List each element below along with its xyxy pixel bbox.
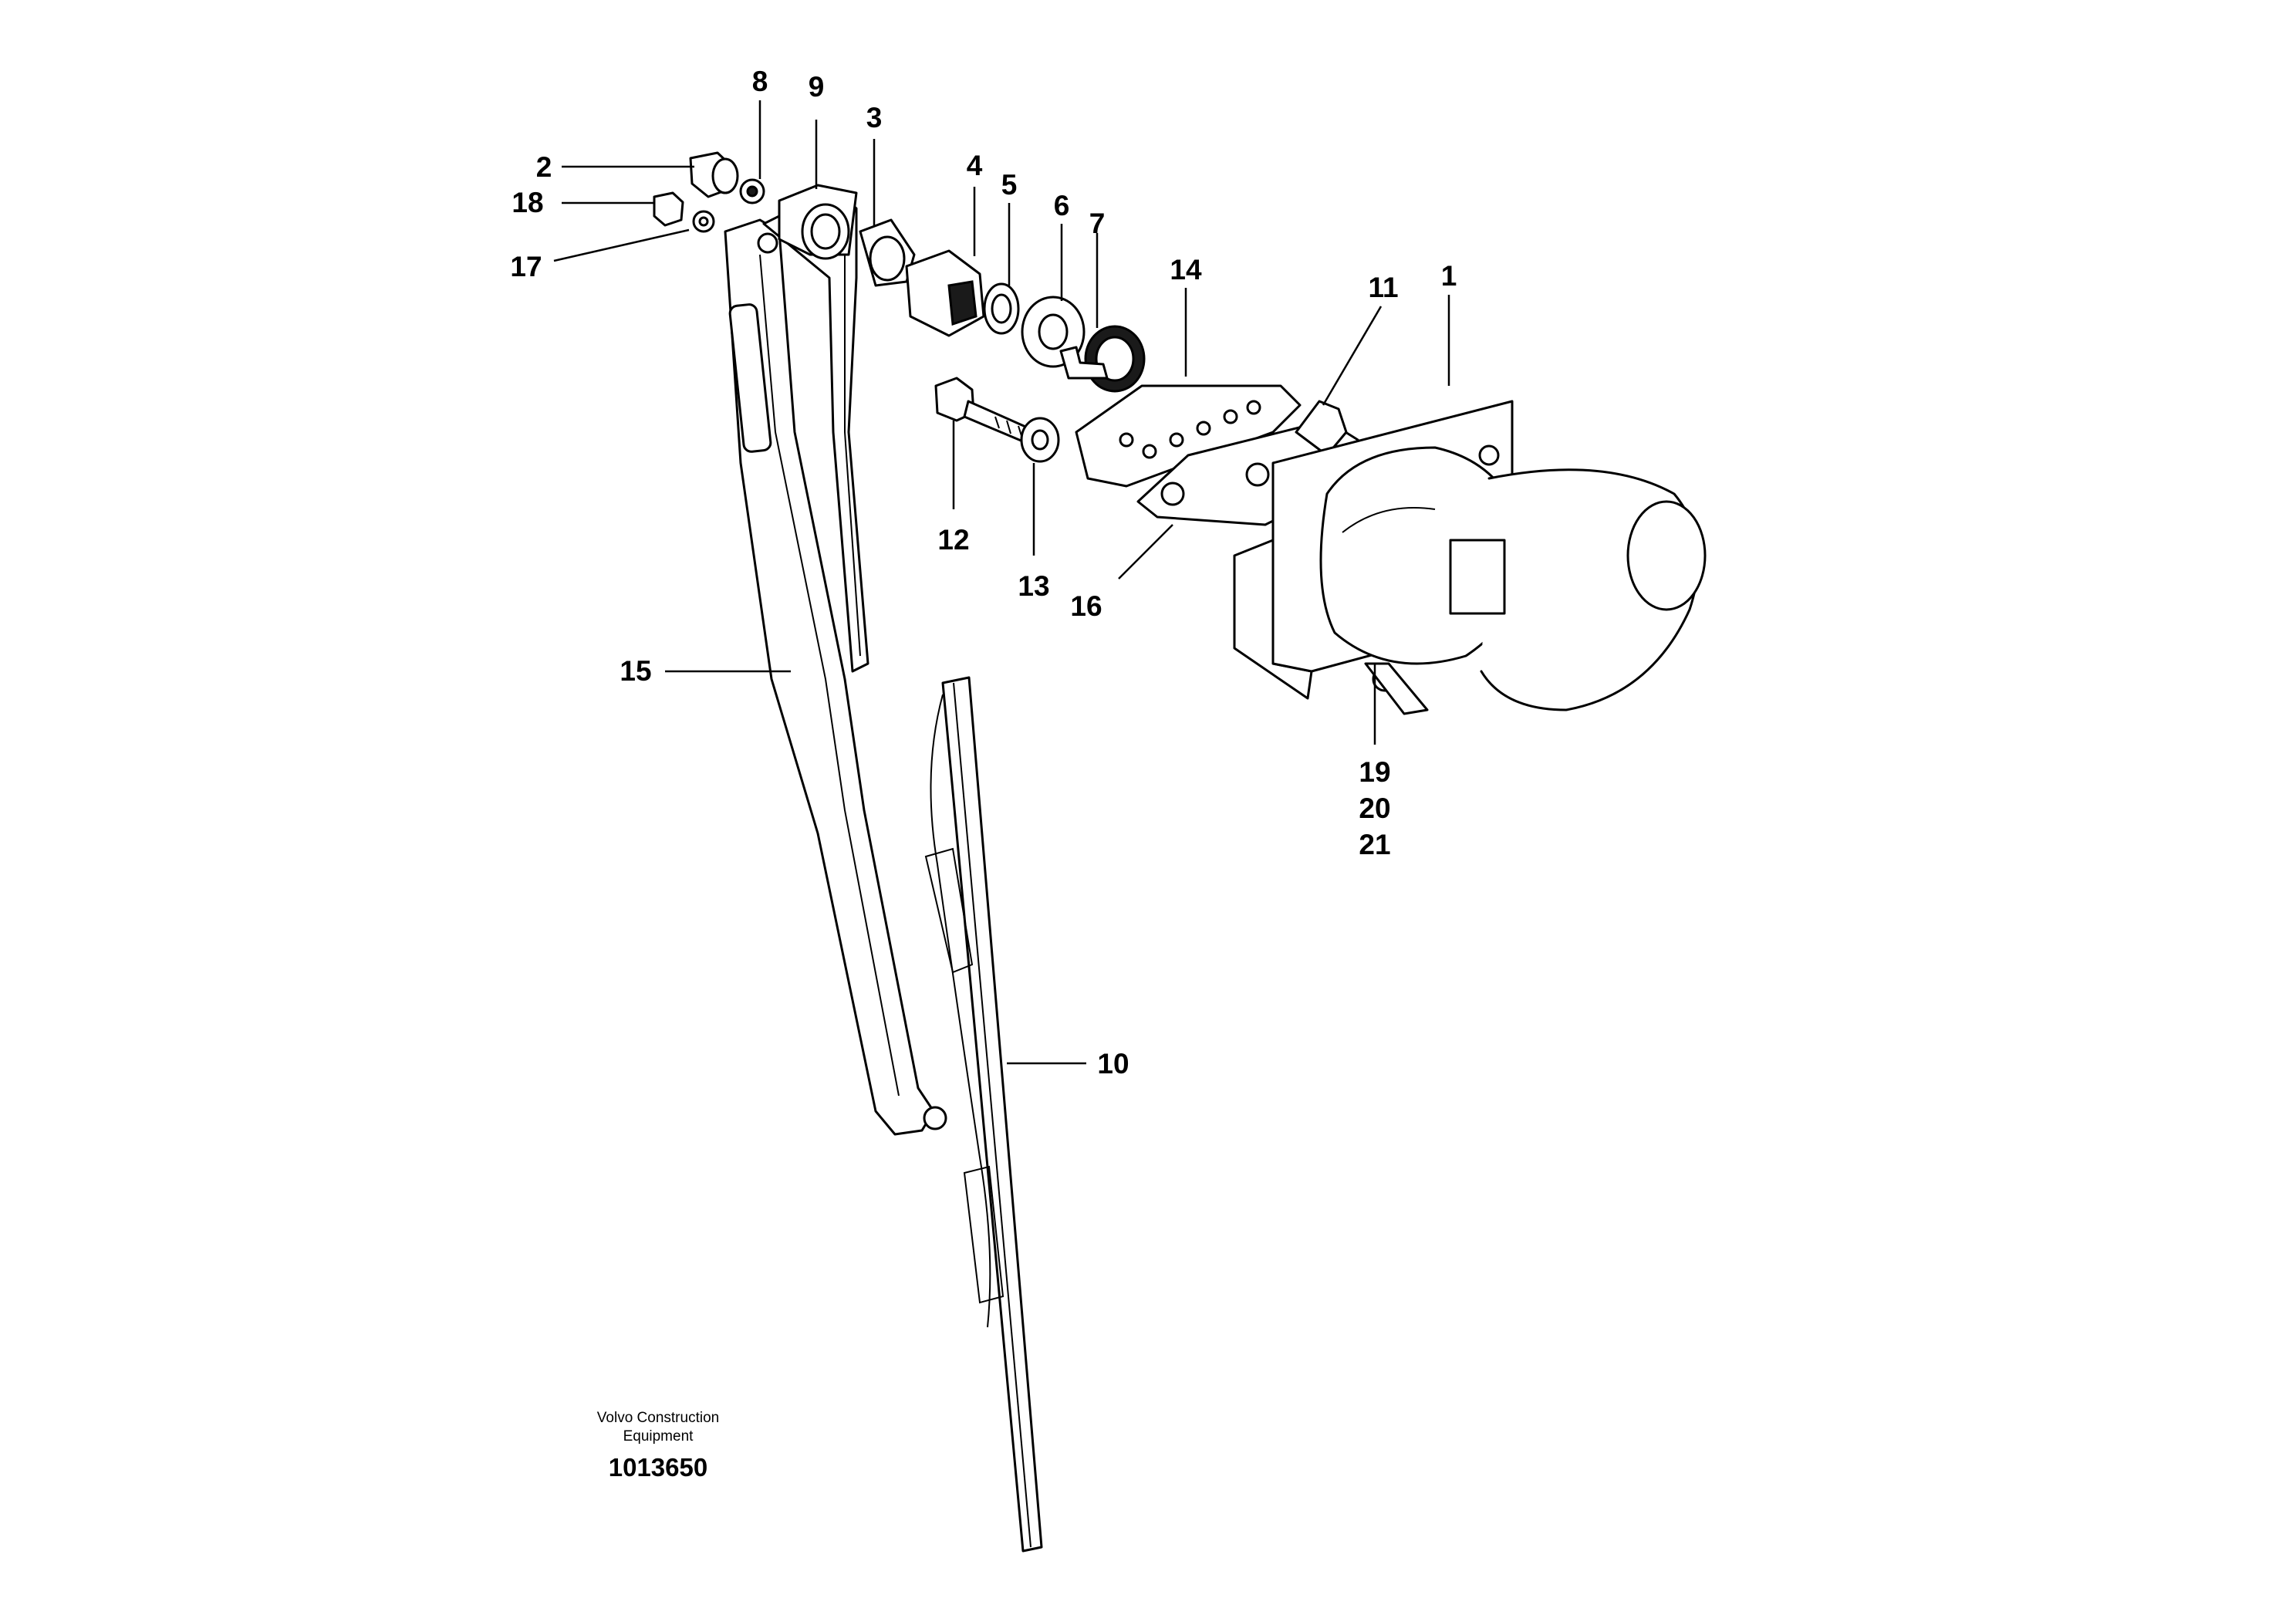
callout-6: 6 [1054,190,1070,221]
callout-9: 9 [809,71,825,103]
callout-labels: 1 2 3 4 5 6 7 8 9 10 11 12 13 14 15 16 1… [510,66,1457,1080]
callout-12: 12 [937,524,969,556]
drawing-number: 1013650 [609,1453,707,1482]
wiper-arm [724,188,947,1136]
credit-line-1: Volvo Construction [597,1410,719,1426]
callout-4: 4 [967,150,983,181]
mounting-bolt [934,377,1060,463]
callout-2: 2 [536,151,552,183]
callout-10: 10 [1097,1048,1129,1080]
bearing-stack [905,249,1146,393]
callout-8: 8 [752,66,768,97]
callout-7: 7 [1089,208,1106,239]
callout-13: 13 [1018,570,1049,602]
callout-11: 11 [1368,272,1398,303]
leader-16 [1118,524,1173,580]
leader-17 [553,228,690,262]
gasket-plates [1059,346,1359,526]
callout-15: 15 [620,655,651,687]
callout-19: 19 [1359,756,1390,788]
callout-18: 18 [512,187,543,218]
callout-5: 5 [1001,169,1018,201]
wiper-blade [924,676,1043,1553]
spindle-housing [778,184,916,287]
leader-lines [553,100,1450,1065]
callout-14: 14 [1170,254,1202,286]
callout-21: 21 [1359,829,1390,860]
drawing-credit: Volvo Construction Equipment 1013650 [597,1410,719,1482]
fastener-group-left [653,151,765,233]
callout-1: 1 [1441,260,1457,292]
callout-20: 20 [1359,792,1390,824]
leader-11 [1322,306,1383,406]
wiper-motor [1233,400,1707,715]
callout-16: 16 [1070,590,1102,622]
callout-3: 3 [866,102,883,133]
callout-17: 17 [510,251,542,282]
credit-line-2: Equipment [623,1428,694,1445]
